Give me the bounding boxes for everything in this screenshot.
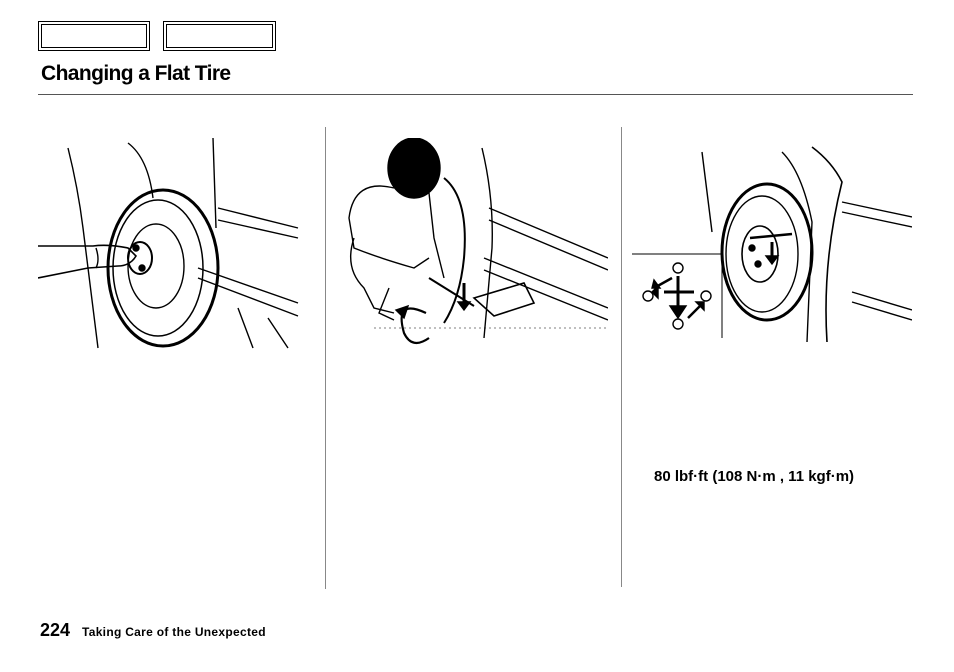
nav-tab-2[interactable] (163, 21, 276, 51)
nav-tab-1[interactable] (38, 21, 150, 51)
column-divider-2 (621, 127, 622, 587)
section-name: Taking Care of the Unexpected (82, 625, 266, 639)
tightening-lug-nuts-illustration (632, 142, 912, 342)
title-divider (38, 94, 913, 95)
column-divider-1 (325, 127, 326, 589)
torque-specification: 80 lbf·ft (108 N·m , 11 kgf·m) (654, 468, 855, 485)
page-number: 224 (40, 620, 71, 640)
spare-tire-mounting-illustration (38, 128, 308, 350)
lowering-jack-illustration (334, 138, 608, 350)
page-title: Changing a Flat Tire (41, 62, 231, 85)
